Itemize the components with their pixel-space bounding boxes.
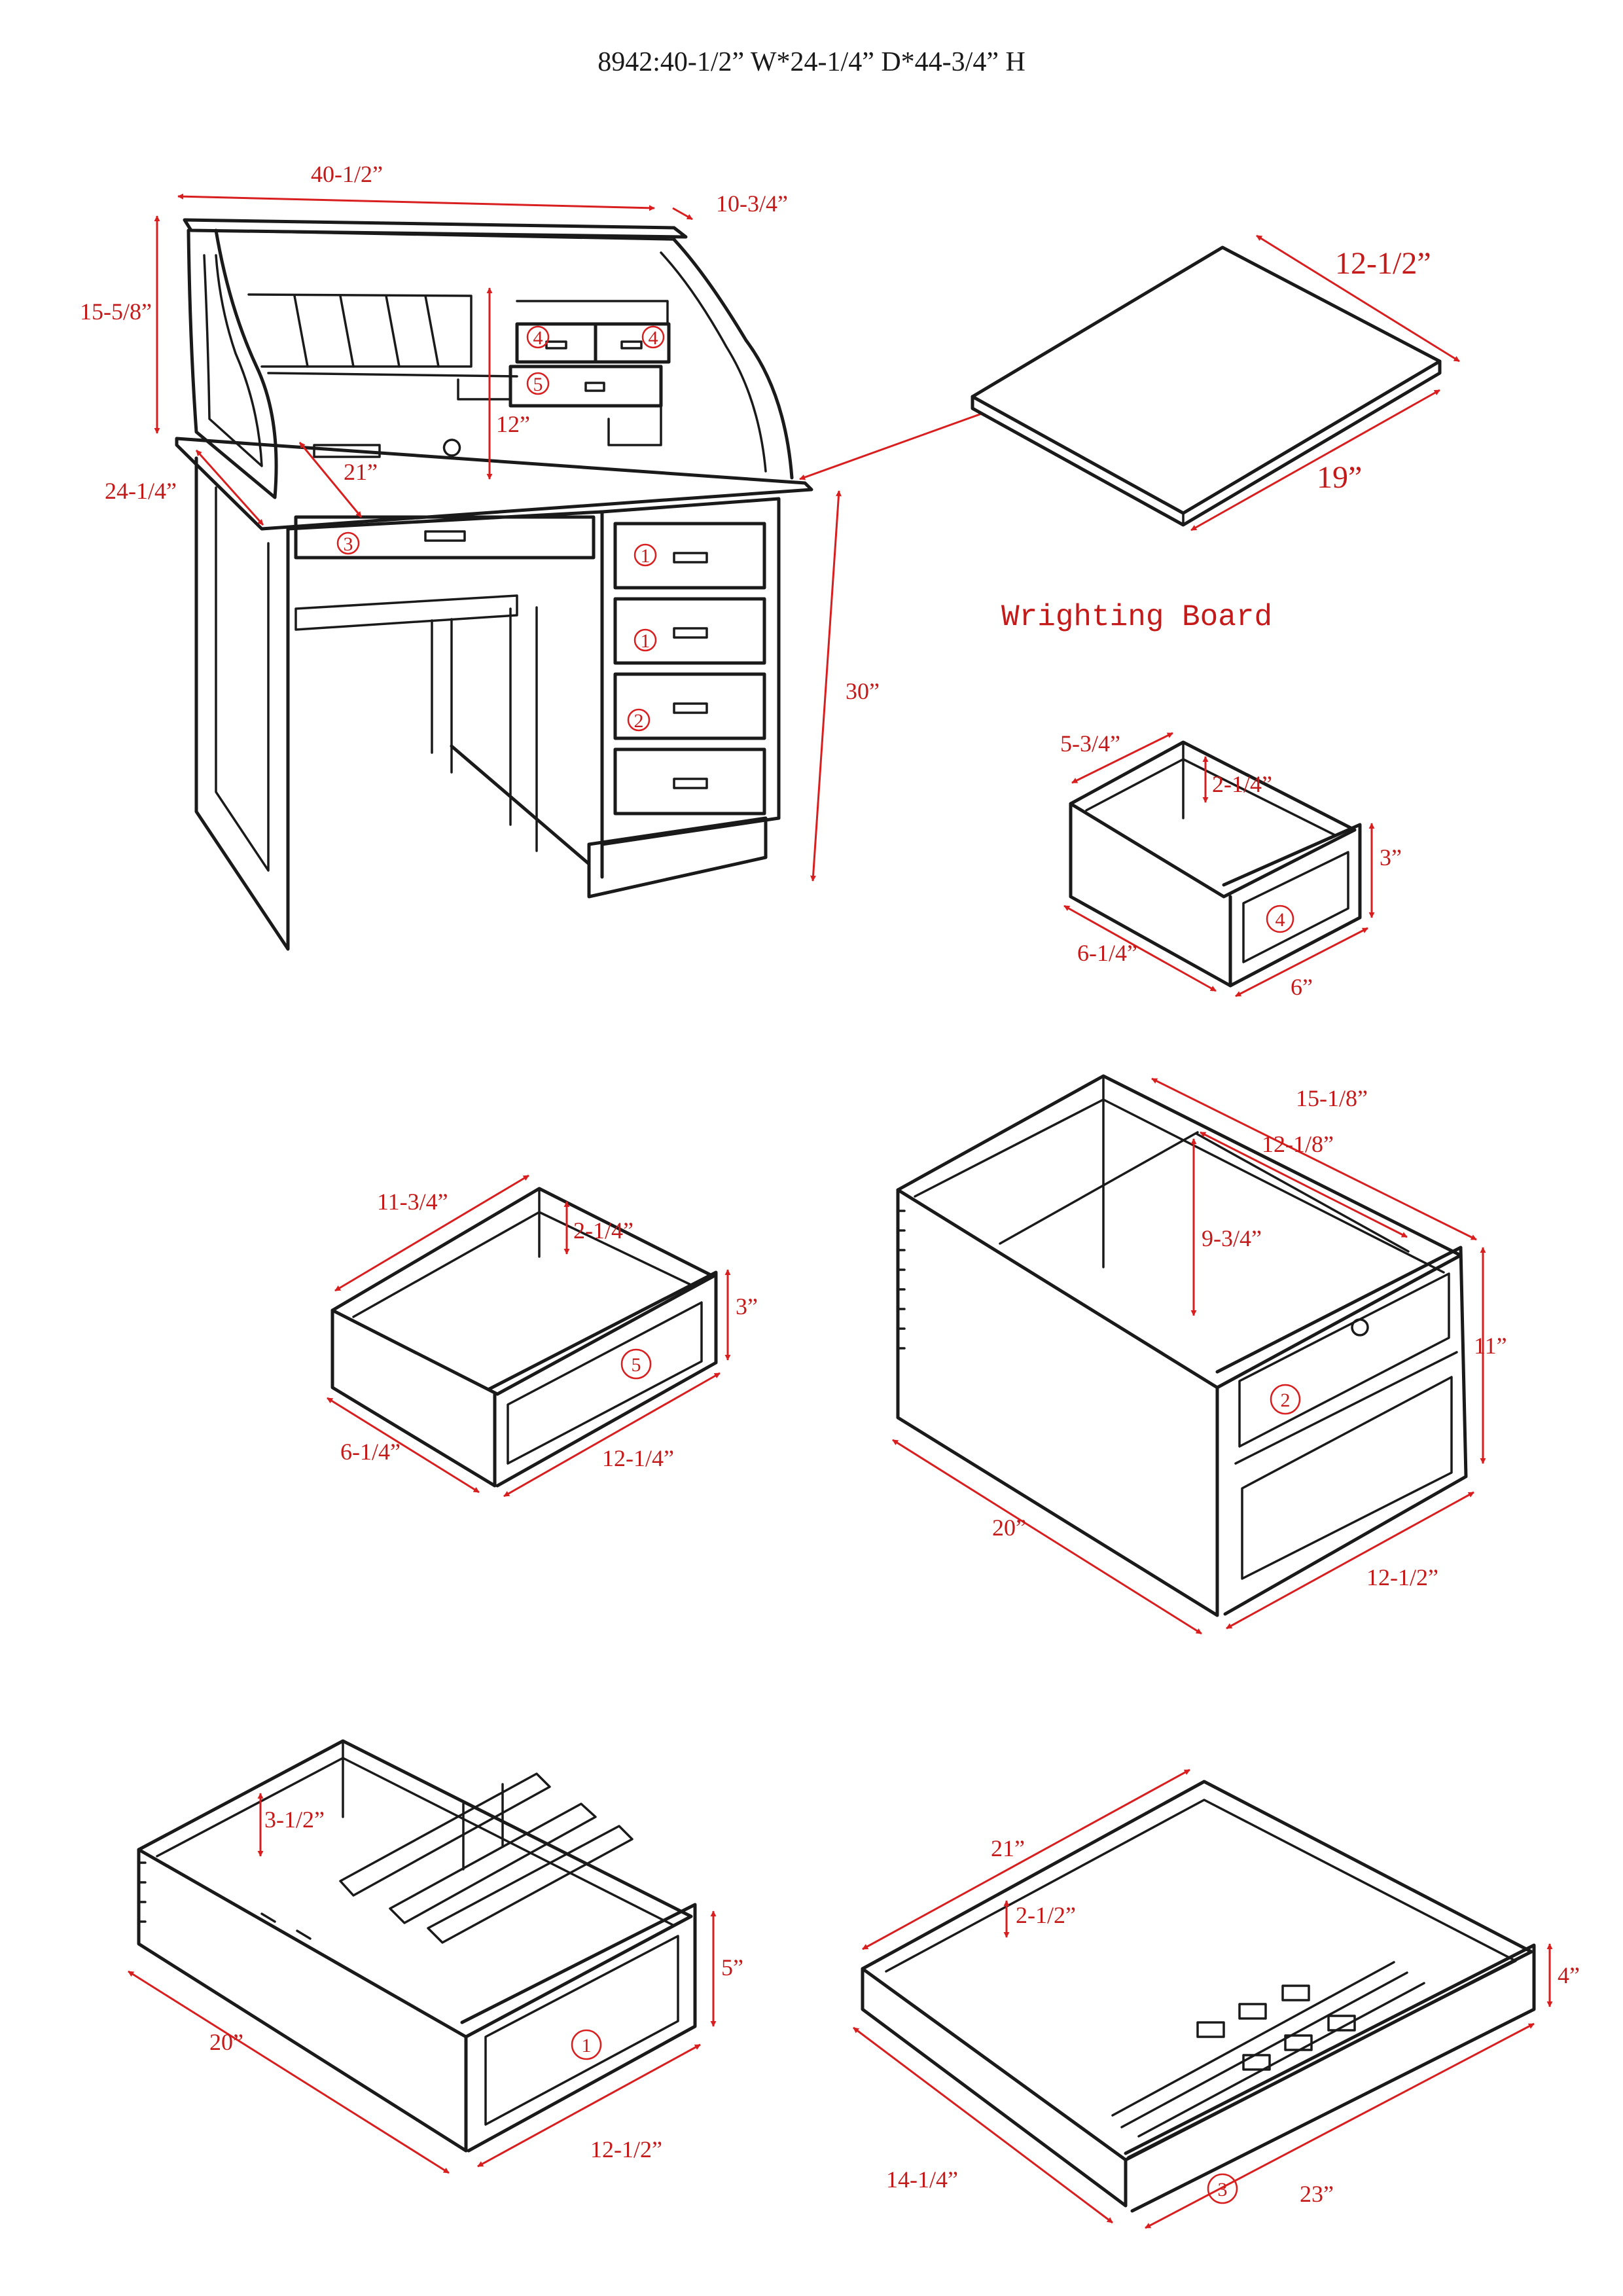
- drawer-5-depth-label: 6-1/4”: [340, 1439, 401, 1465]
- desk-marker-4a: 4: [533, 327, 543, 349]
- drawer-5-height-label: 3”: [736, 1293, 758, 1319]
- drawer-2-inner-height-label: 9-3/4”: [1202, 1225, 1262, 1251]
- drawer-5-inner-height-label: 2-1/4”: [573, 1217, 633, 1244]
- drawer-4-depth-label: 6-1/4”: [1077, 940, 1137, 966]
- drawer-4-inner-height-label: 2-1/4”: [1212, 771, 1272, 797]
- page-title: 8942:40-1/2” W*24-1/4” D*44-3/4” H: [597, 47, 1026, 77]
- drawer-4-inner-depth-label: 5-3/4”: [1060, 730, 1120, 757]
- drawer-5-width-label: 12-1/4”: [602, 1445, 674, 1471]
- drawer-5-inner-width-label: 11-3/4”: [377, 1189, 448, 1215]
- drawer-3-depth-label: 14-1/4”: [886, 2166, 958, 2193]
- desk-opening-label: 21”: [344, 459, 378, 485]
- drawer-3-drawing: 3: [861, 1780, 1536, 2213]
- desk-marker-4b: 4: [649, 327, 658, 349]
- drawer-4-width-label: 6”: [1291, 974, 1313, 1000]
- desk-depth-label: 24-1/4”: [105, 478, 177, 504]
- desk-rail-label: 10-3/4”: [716, 190, 788, 217]
- desk-marker-2: 2: [634, 710, 644, 732]
- drawer-5-marker: 5: [632, 1354, 641, 1376]
- desk-height-label: 30”: [846, 678, 880, 704]
- desk-marker-3: 3: [344, 533, 353, 555]
- board-width-label: 19”: [1317, 460, 1362, 495]
- drawer-3-height-label: 4”: [1558, 1962, 1580, 1988]
- drawer-2-marker: 2: [1281, 1390, 1291, 1411]
- drawer-1-height-label: 5”: [721, 1954, 743, 1981]
- drawer-1-dimensions: 3-1/2” 5” 20” 12-1/2”: [128, 1793, 743, 2174]
- desk-marker-1a: 1: [641, 545, 651, 567]
- drawer-2-width-label: 12-1/2”: [1366, 1564, 1438, 1590]
- drawer-1-width-label: 12-1/2”: [590, 2136, 662, 2162]
- drawer-2-dimensions: 15-1/8” 12-1/8” 9-3/4” 11” 20” 12-1/2”: [892, 1077, 1507, 1635]
- desk-dimensions: 40-1/2” 10-3/4” 15-5/8” 24-1/4” 21” 12” …: [80, 161, 982, 882]
- drawer-3-dimensions: 21” 2-1/2” 4” 14-1/4” 23”: [853, 1768, 1580, 2229]
- drawer-2-inner-depth-label: 12-1/8”: [1262, 1131, 1334, 1157]
- drawer-1-depth-label: 20”: [209, 2029, 243, 2055]
- desk-markers: 4 4 5 3 1 1 2: [336, 325, 665, 732]
- drawer-5-dimensions: 11-3/4” 2-1/4” 3” 6-1/4” 12-1/4”: [327, 1174, 758, 1498]
- desk-width-label: 40-1/2”: [311, 161, 383, 187]
- drawer-1-drawing: 1: [137, 1739, 697, 2153]
- board-label: Wrighting Board: [1001, 600, 1272, 634]
- board-depth-label: 12-1/2”: [1335, 246, 1431, 281]
- board-dimensions: 12-1/2” 19”: [1190, 234, 1460, 531]
- drawer-3-width-label: 23”: [1300, 2181, 1334, 2207]
- desk-marker-5: 5: [533, 374, 543, 395]
- drawer-2-depth-label: 20”: [992, 1515, 1026, 1541]
- drawer-2-drawing: 2: [896, 1074, 1468, 1617]
- desk-hutch-height-label: 15-5/8”: [80, 298, 152, 325]
- drawer-4-height-label: 3”: [1380, 844, 1402, 870]
- drawer-4-dimensions: 5-3/4” 2-1/4” 3” 6-1/4” 6”: [1060, 730, 1402, 1000]
- drawer-2-outer-depth-label: 15-1/8”: [1296, 1085, 1368, 1111]
- drawer-1-marker: 1: [582, 2035, 592, 2056]
- drawer-3-inner-width-label: 21”: [991, 1835, 1025, 1861]
- drawer-2-height-label: 11”: [1474, 1333, 1507, 1359]
- desk-marker-1b: 1: [641, 630, 651, 652]
- drawer-4-marker: 4: [1275, 909, 1285, 931]
- drawer-3-inner-height-label: 2-1/2”: [1016, 1902, 1076, 1928]
- rolltop-desk-drawing: [175, 218, 813, 951]
- desk-inner-label: 12”: [496, 411, 530, 437]
- drawer-1-inner-height-label: 3-1/2”: [264, 1806, 325, 1833]
- writing-board-drawing: [971, 245, 1442, 527]
